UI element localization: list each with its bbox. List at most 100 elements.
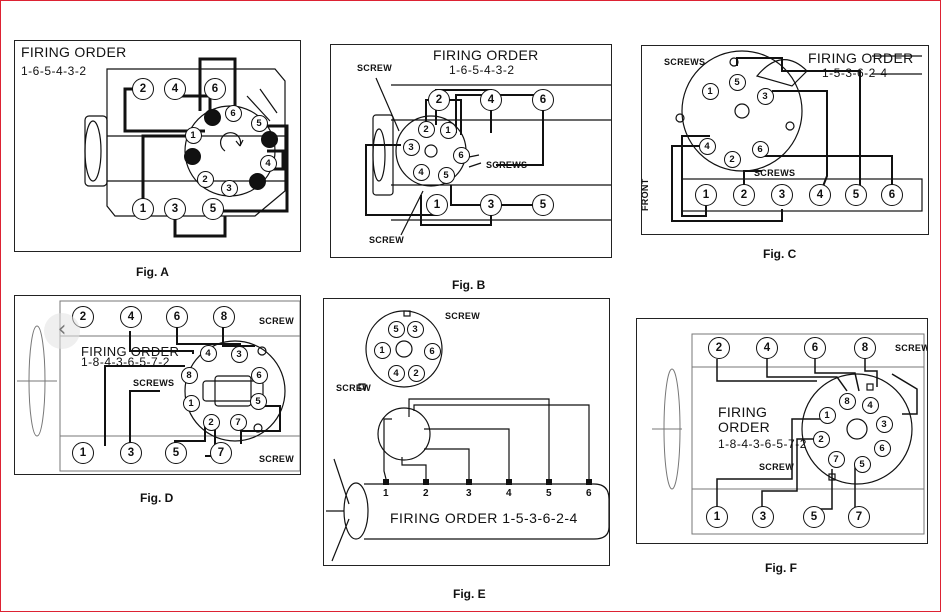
fig-b-cylinder: 2 [428, 89, 450, 111]
fig-c-screws-top-label: SCREWS [664, 57, 706, 67]
fig-e-cylinder: 3 [466, 488, 472, 499]
fig-f-cap-terminal: 6 [873, 439, 891, 457]
fig-b-cylinder: 5 [532, 194, 554, 216]
fig-a-cap-terminal: 3 [220, 179, 238, 197]
fig-c-cylinder: 1 [695, 184, 717, 206]
fig-f-cap-terminal: 7 [827, 450, 845, 468]
fig-a-cylinder: 3 [164, 198, 186, 220]
fig-d-cap-terminal: 2 [202, 413, 220, 431]
fig-c-cap-terminal: 1 [701, 82, 719, 100]
fig-f-screw-bottom-label: SCREW [759, 462, 794, 472]
fig-c-front-label: FRONT [641, 178, 650, 212]
fig-d-cylinder: 4 [120, 306, 142, 328]
fig-c-cap-terminal: 6 [751, 140, 769, 158]
fig-f-cylinder: 3 [752, 506, 774, 528]
fig-c-cylinder: 6 [881, 184, 903, 206]
fig-e-caption: Fig. E [453, 587, 486, 601]
fig-d-cylinder: 8 [213, 306, 235, 328]
fig-b-cylinder: 1 [426, 194, 448, 216]
fig-b-cap-terminal: 2 [417, 120, 435, 138]
fig-f-title-line1: FIRING [718, 404, 768, 420]
fig-c-cylinder: 3 [771, 184, 793, 206]
fig-d-cap-terminal: 3 [230, 345, 248, 363]
fig-f-panel: FIRING ORDER 1-8-4-3-6-5-7-2 SCREW SCREW… [636, 318, 928, 544]
fig-d-cap-terminal: 6 [250, 366, 268, 384]
fig-d-cap-terminal: 5 [249, 392, 267, 410]
fig-b-cylinder: 3 [480, 194, 502, 216]
fig-d-cylinder: 6 [166, 306, 188, 328]
fig-a-panel: FIRING ORDER 1-6-5-4-3-2 2 4 6 1 3 5 6 5… [14, 40, 301, 252]
fig-b-title: FIRING ORDER [433, 47, 539, 63]
fig-b-cap-terminal: 4 [412, 163, 430, 181]
fig-f-order: 1-8-4-3-6-5-7-2 [718, 437, 807, 451]
fig-f-cylinder: 6 [804, 337, 826, 359]
fig-f-screw-top-label: SCREW [895, 343, 928, 353]
fig-b-cylinder: 6 [532, 89, 554, 111]
fig-a-cap-plug [203, 108, 221, 126]
fig-b-caption: Fig. B [452, 278, 486, 292]
fig-e-cylinder: 5 [546, 488, 552, 499]
fig-d-wiring [17, 300, 300, 472]
fig-d-cylinder: 5 [165, 442, 187, 464]
fig-c-order: 1-5-3-6-2-4 [822, 66, 888, 80]
fig-f-cylinder: 7 [848, 506, 870, 528]
fig-d-screw-top-label: SCREW [259, 316, 294, 326]
fig-b-screw-bottom-label: SCREW [369, 235, 404, 245]
fig-e-cylinder: 2 [423, 488, 429, 499]
fig-f-cylinder: 4 [756, 337, 778, 359]
fig-a-cylinder: 4 [164, 78, 186, 100]
fig-d-screw-bottom-label: SCREW [259, 454, 294, 464]
fig-a-cap-plug [260, 130, 278, 148]
fig-d-cap-terminal: 7 [229, 413, 247, 431]
fig-e-wiring [326, 310, 609, 562]
fig-b-cylinder: 4 [480, 89, 502, 111]
fig-a-title: FIRING ORDER [21, 44, 127, 60]
fig-d-order: 1-8-4-3-6-5-7-2 [81, 355, 170, 369]
fig-c-wiring [671, 50, 923, 222]
fig-d-caption: Fig. D [140, 491, 174, 505]
fig-f-cap-terminal: 1 [818, 406, 836, 424]
fig-d-cap-terminal: 1 [182, 394, 200, 412]
fig-a-cap-terminal: 2 [196, 170, 214, 188]
fig-a-cap-terminal: 4 [259, 154, 277, 172]
fig-f-title-line2: ORDER [718, 419, 771, 435]
fig-e-screw-left-label: SCREW [336, 383, 371, 393]
fig-a-cap-plug [248, 172, 266, 190]
fig-b-cap-terminal: 3 [402, 138, 420, 156]
fig-b-panel: FIRING ORDER 1-6-5-4-3-2 SCREW SCREWS SC… [330, 44, 612, 258]
fig-e-cap-terminal: 2 [407, 364, 425, 382]
fig-b-screw-top-label: SCREW [357, 63, 392, 73]
fig-c-caption: Fig. C [763, 247, 797, 261]
fig-a-cap-terminal: 6 [224, 104, 242, 122]
fig-c-panel: FIRING ORDER 1-5-3-6-2-4 SCREWS SCREWS F… [641, 45, 929, 235]
fig-f-cap-terminal: 4 [861, 396, 879, 414]
fig-b-order: 1-6-5-4-3-2 [449, 63, 515, 77]
fig-a-cylinder: 5 [202, 198, 224, 220]
fig-e-panel: SCREW SCREW 5 3 1 6 4 2 1 2 3 4 5 6 FIRI… [323, 298, 610, 566]
fig-a-cylinder: 1 [132, 198, 154, 220]
fig-f-caption: Fig. F [765, 561, 797, 575]
fig-b-cap-terminal: 5 [437, 166, 455, 184]
fig-c-screws-bottom-label: SCREWS [754, 168, 796, 178]
fig-c-cap-terminal: 2 [723, 150, 741, 168]
fig-e-order: FIRING ORDER 1-5-3-6-2-4 [390, 510, 578, 526]
fig-a-cap-terminal: 1 [184, 126, 202, 144]
fig-b-screws-label: SCREWS [486, 160, 528, 170]
fig-a-cylinder: 2 [132, 78, 154, 100]
fig-a-cap-terminal: 5 [250, 114, 268, 132]
fig-d-cylinder: 7 [210, 442, 232, 464]
fig-d-cylinder: 3 [120, 442, 142, 464]
fig-c-cylinder: 4 [809, 184, 831, 206]
fig-c-cylinder: 5 [845, 184, 867, 206]
fig-e-cylinder: 1 [383, 488, 389, 499]
fig-a-caption: Fig. A [136, 265, 169, 279]
fig-c-cap-terminal: 3 [756, 87, 774, 105]
fig-c-title: FIRING ORDER [808, 50, 914, 66]
fig-c-cap-terminal: 5 [728, 73, 746, 91]
fig-d-cylinder: 1 [72, 442, 94, 464]
fig-e-cylinder: 6 [586, 488, 592, 499]
back-arrow-icon[interactable]: ‹ [44, 313, 80, 349]
fig-e-screw-top-label: SCREW [445, 311, 480, 321]
fig-d-cap-terminal: 8 [180, 366, 198, 384]
fig-e-cap-terminal: 1 [373, 341, 391, 359]
